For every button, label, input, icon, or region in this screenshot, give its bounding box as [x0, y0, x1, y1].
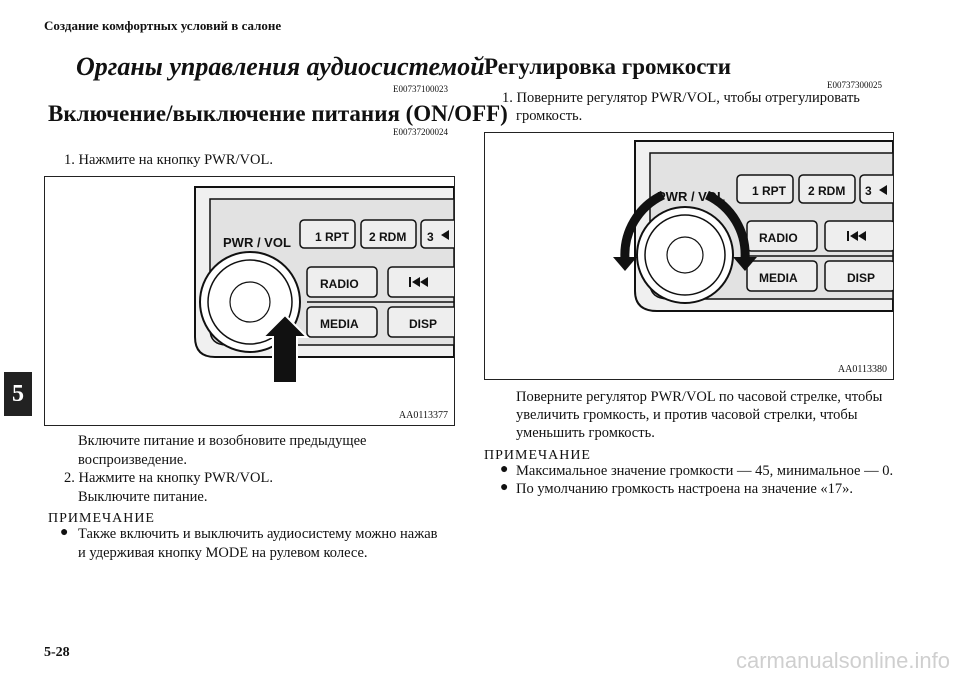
- page-number: 5-28: [44, 645, 70, 660]
- result-step-1-line1: Включите питание и возобновите предыдуще…: [78, 433, 367, 449]
- media-label: MEDIA: [759, 271, 798, 285]
- figure-code-power: AA0113377: [398, 410, 448, 421]
- figure-volume-knob: 1 RPT 2 RDM 3 PWR / VOL RADIO MEDIA DISP…: [484, 132, 899, 380]
- section-code-power: E00737200024: [393, 127, 448, 137]
- result-step-2: Выключите питание.: [78, 489, 208, 505]
- page-header: Создание комфортных условий в салоне: [44, 18, 282, 33]
- pwr-vol-label: PWR / VOL: [223, 235, 291, 250]
- push-arrow-icon: [260, 313, 310, 384]
- rdm-label: 2 RDM: [369, 230, 406, 244]
- note-left-line2: и удерживая кнопку MODE на рулевом колес…: [78, 545, 368, 561]
- note-heading-left: ПРИМЕЧАНИЕ: [48, 511, 155, 526]
- counterclockwise-arrow-icon: [620, 190, 666, 260]
- watermark: carmanualsonline.info: [735, 648, 950, 673]
- left-triangle-icon: [441, 230, 449, 240]
- note-right-2: По умолчанию громкость настроена на знач…: [516, 481, 854, 497]
- three-label: 3: [427, 230, 434, 244]
- bullet-icon: ●: [500, 480, 509, 495]
- note-left-line1: Также включить и выключить аудиосистему …: [78, 526, 438, 542]
- radio-panel-volume-illustration: 1 RPT 2 RDM 3 PWR / VOL RADIO MEDIA DISP: [613, 140, 899, 312]
- clockwise-arrow-icon: [704, 190, 750, 260]
- three-label: 3: [865, 184, 872, 198]
- skip-back-icon: [409, 277, 428, 287]
- volume-desc-line3: уменьшить громкость.: [516, 425, 655, 441]
- rdm-label: 2 RDM: [808, 184, 845, 198]
- media-label: MEDIA: [320, 317, 359, 331]
- step-2-power: 2. Нажмите на кнопку PWR/VOL.: [64, 470, 273, 486]
- step-1-volume-line2: громкость.: [516, 108, 583, 124]
- volume-desc-line2: увеличить громкость, и против часовой ст…: [516, 407, 858, 423]
- disp-label: DISP: [409, 317, 437, 331]
- radio-panel-illustration: 1 RPT 2 RDM 3 PWR / VOL RADIO MEDIA DISP: [194, 186, 462, 384]
- rpt-label: 1 RPT: [752, 184, 787, 198]
- left-triangle-icon: [879, 185, 887, 195]
- section-heading-volume: Регулировка громкости: [484, 54, 731, 79]
- bullet-icon: ●: [500, 462, 509, 477]
- note-right-1: Максимальное значение громкости — 45, ми…: [516, 463, 894, 479]
- section-heading-power: Включение/выключение питания (ON/OFF): [48, 101, 508, 126]
- volume-desc-line1: Поверните регулятор PWR/VOL по часовой с…: [516, 389, 883, 405]
- radio-label: RADIO: [320, 277, 359, 291]
- section-code-volume: E00737300025: [827, 80, 882, 90]
- main-heading: Органы управления аудиосистемой: [76, 52, 485, 81]
- radio-label: RADIO: [759, 231, 798, 245]
- skip-back-icon: [847, 231, 866, 241]
- rpt-label: 1 RPT: [315, 230, 350, 244]
- chapter-number: 5: [12, 381, 24, 407]
- step-1-volume-line1: 1. Поверните регулятор PWR/VOL, чтобы от…: [502, 90, 860, 106]
- result-step-1-line2: воспроизведение.: [78, 452, 187, 468]
- main-heading-code: E00737100023: [393, 84, 448, 94]
- disp-label: DISP: [847, 271, 875, 285]
- chapter-tab: [4, 372, 32, 416]
- bullet-icon: ●: [60, 525, 69, 540]
- note-heading-right: ПРИМЕЧАНИЕ: [484, 448, 591, 463]
- step-1-power: 1. Нажмите на кнопку PWR/VOL.: [64, 152, 273, 168]
- figure-code-volume: AA0113380: [837, 364, 887, 375]
- figure-power-button: 1 RPT 2 RDM 3 PWR / VOL RADIO MEDIA DISP…: [44, 176, 462, 426]
